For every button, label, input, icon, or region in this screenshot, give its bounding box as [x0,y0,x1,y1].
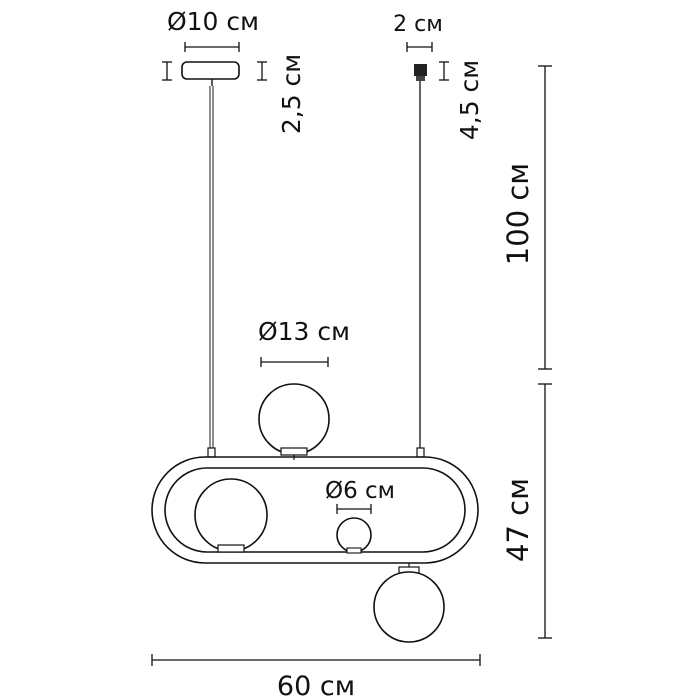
fixture-width-dimension: 60 см [151,654,481,700]
canopy-height-dimension: 2,5 см [162,54,306,134]
small-sphere [336,517,372,554]
cable-length-dimension: 100 см [501,65,552,370]
suspension-cables [207,81,425,458]
large-sphere-dimension: Ø13 см [258,317,350,367]
fixture-width-label: 60 см [277,671,355,700]
small-sphere-dimension: Ø6 см [325,478,395,514]
canopy-height-label: 2,5 см [277,54,306,134]
fixture-height-dimension: 47 см [501,383,552,639]
left-sphere [194,478,268,553]
fixture-height-label: 47 см [501,478,535,562]
oval-frame [151,456,479,564]
clamp-width-label: 2 см [393,12,443,37]
clamp-width-dimension: 2 см [393,12,443,52]
bottom-sphere [373,563,445,643]
canopy-diameter-label: Ø10 см [167,7,259,36]
clamp-height-dimension: 4,5 см [439,60,484,140]
cable-length-label: 100 см [501,163,535,265]
cable-clamp [414,64,427,81]
canopy-diameter-dimension: Ø10 см [167,7,259,52]
canopy [181,61,240,86]
clamp-height-label: 4,5 см [455,60,484,140]
top-sphere [258,383,330,460]
large-sphere-diameter-label: Ø13 см [258,317,350,346]
small-sphere-diameter-label: Ø6 см [325,478,395,504]
